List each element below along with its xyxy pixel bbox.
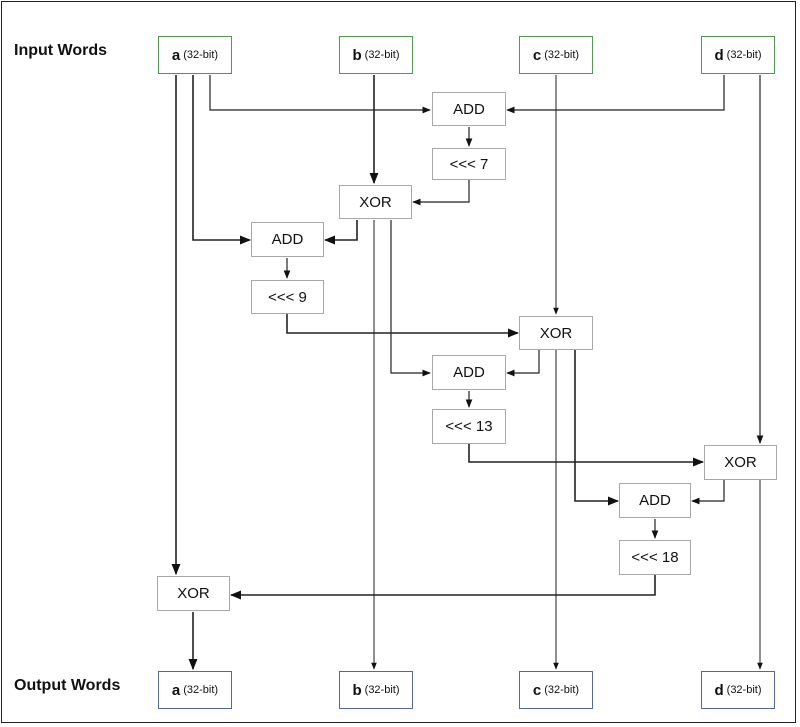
add-box-2: ADD (251, 222, 324, 257)
input-word-c: c(32-bit) (519, 36, 593, 74)
add-box-4: ADD (619, 483, 691, 518)
arrow-xor2-to-add3 (506, 350, 540, 377)
arrow-xor1-to-add3 (390, 220, 431, 377)
arrow-xor2-to-add4 (574, 350, 620, 506)
arrow-rot18-to-xor4 (229, 575, 656, 600)
arrow-rot13-to-xor3 (468, 444, 705, 467)
arrow-rot9-to-xor2 (286, 314, 520, 338)
rotate-18-box: <<< 18 (619, 540, 691, 575)
output-word-d: d(32-bit) (701, 671, 775, 709)
rotate-7-box: <<< 7 (432, 148, 506, 180)
xor-box-2: XOR (519, 316, 593, 350)
output-word-c: c(32-bit) (519, 671, 593, 709)
input-word-a: a(32-bit) (158, 36, 232, 74)
output-word-b: b(32-bit) (339, 671, 413, 709)
xor-box-1: XOR (339, 185, 412, 219)
rotate-13-box: <<< 13 (432, 409, 506, 444)
arrow-xor3-to-add4 (691, 480, 725, 505)
add-box-1: ADD (432, 92, 506, 126)
xor-box-4: XOR (157, 576, 230, 611)
output-word-a: a(32-bit) (158, 671, 232, 709)
arrow-xor1-to-add2 (323, 220, 358, 245)
arrow-rot7-to-xor1 (412, 180, 470, 206)
arrow-d-to-add1 (506, 75, 725, 114)
input-words-label: Input Words (14, 42, 108, 59)
rotate-9-box: <<< 9 (251, 280, 324, 314)
arrow-a-to-add1 (209, 75, 431, 114)
add-box-3: ADD (432, 355, 506, 390)
input-word-d: d(32-bit) (701, 36, 775, 74)
output-words-label: Output Words (14, 677, 121, 694)
arrow-a-to-add2 (192, 75, 252, 245)
xor-box-3: XOR (704, 445, 777, 480)
input-word-b: b(32-bit) (339, 36, 413, 74)
